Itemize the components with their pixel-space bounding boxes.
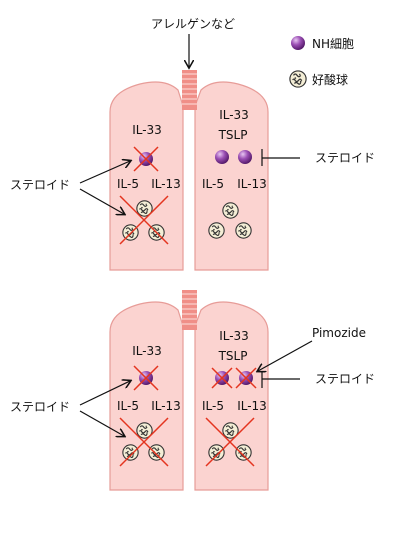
steroid-arrow-to-nh bbox=[79, 161, 130, 184]
right-nh-cell bbox=[238, 150, 252, 164]
left-lung bbox=[109, 301, 184, 491]
steroid-inhibit-right bbox=[261, 371, 300, 388]
eosinophil-legend-icon bbox=[289, 70, 307, 88]
right-eosinophil bbox=[208, 444, 225, 461]
right-tslp-label: TSLP bbox=[218, 349, 248, 363]
left-nh-cross bbox=[133, 146, 159, 172]
allergen-label: アレルゲンなど bbox=[151, 17, 235, 31]
right-il5-label: IL-5 bbox=[202, 399, 224, 413]
left-eosinophil bbox=[148, 444, 165, 461]
right-nh-cross bbox=[211, 367, 257, 389]
left-eosinophil bbox=[122, 444, 139, 461]
left-il33-label: IL-33 bbox=[132, 123, 162, 137]
pimozide-arrow bbox=[258, 340, 313, 371]
steroid-arrow-to-nh bbox=[79, 381, 130, 406]
steroid-label-right: ステロイド bbox=[315, 151, 375, 165]
left-il33-label: IL-33 bbox=[132, 344, 162, 358]
right-il13-label: IL-13 bbox=[237, 177, 267, 191]
panel-steroid-only: IL-33 IL-5 IL-13 IL-33 TSLP IL-5 IL-13 ス… bbox=[10, 70, 375, 271]
left-eosinophil-cross bbox=[119, 195, 169, 245]
trachea bbox=[182, 290, 197, 330]
steroid-label-left: ステロイド bbox=[10, 178, 70, 192]
trachea bbox=[182, 70, 197, 110]
right-il13-label: IL-13 bbox=[237, 399, 267, 413]
right-nh-cell bbox=[215, 150, 229, 164]
left-il5-label: IL-5 bbox=[117, 177, 139, 191]
steroid-label-right: ステロイド bbox=[315, 372, 375, 386]
right-il5-label: IL-5 bbox=[202, 177, 224, 191]
right-il33-label: IL-33 bbox=[219, 329, 249, 343]
right-eosinophil bbox=[235, 222, 252, 239]
panel-steroid-pimozide: IL-33 IL-5 IL-13 IL-33 TSLP IL-5 IL-13 ス bbox=[10, 290, 375, 491]
left-il5-label: IL-5 bbox=[117, 399, 139, 413]
legend: NH細胞 好酸球 bbox=[289, 36, 354, 88]
right-tslp-label: TSLP bbox=[218, 128, 248, 142]
right-il33-label: IL-33 bbox=[219, 108, 249, 122]
nh-cell-legend-icon bbox=[291, 36, 305, 50]
left-il13-label: IL-13 bbox=[151, 399, 181, 413]
legend-eosinophil-label: 好酸球 bbox=[312, 72, 348, 87]
steroid-arrow-to-eosinophil bbox=[79, 410, 124, 436]
left-il13-label: IL-13 bbox=[151, 177, 181, 191]
pimozide-label: Pimozide bbox=[312, 326, 366, 340]
left-lung bbox=[109, 81, 184, 271]
legend-nh-cell-label: NH細胞 bbox=[312, 37, 354, 51]
right-eosinophil bbox=[222, 202, 239, 219]
right-eosinophil-cross bbox=[205, 417, 255, 467]
steroid-inhibit-right bbox=[261, 149, 300, 166]
right-eosinophil bbox=[235, 444, 252, 461]
steroid-arrow-to-eosinophil bbox=[79, 188, 124, 214]
left-eosinophil-cross bbox=[119, 417, 169, 467]
right-eosinophil bbox=[208, 222, 225, 239]
left-nh-cross bbox=[133, 365, 159, 391]
right-lung bbox=[194, 301, 269, 491]
steroid-label-left: ステロイド bbox=[10, 400, 70, 414]
